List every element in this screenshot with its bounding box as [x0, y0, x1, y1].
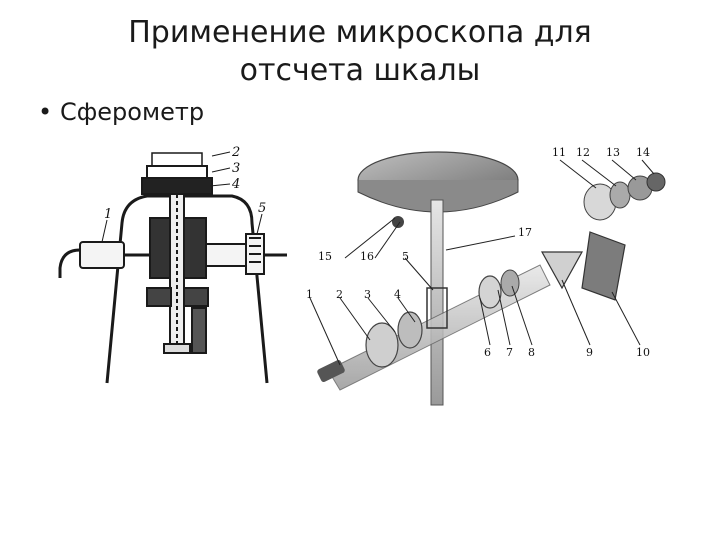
right-callout-7: 7: [506, 346, 513, 359]
left-callout-2: 2: [231, 145, 240, 160]
right-callout-15: 15: [318, 250, 332, 263]
right-callout-17: 17: [518, 226, 532, 239]
right-callout-6: 6: [484, 346, 491, 359]
right-callout-8: 8: [528, 346, 535, 359]
left-callout-1: 1: [104, 207, 112, 222]
right-callout-1: 1: [306, 288, 313, 301]
bullet-item: •Сферометр: [38, 97, 204, 127]
right-callout-12: 12: [576, 146, 590, 159]
right-callout-16: 16: [360, 250, 374, 263]
right-callout-14: 14: [636, 146, 650, 159]
left-callout-5: 5: [258, 201, 266, 216]
right-callout-4: 4: [394, 288, 401, 301]
slide-title: Применение микроскопа для отсчета шкалы: [60, 14, 660, 90]
title-line-2: отсчета шкалы: [239, 53, 481, 88]
bullet-marker: •: [38, 98, 53, 126]
right-callout-11: 11: [552, 146, 566, 159]
title-line-1: Применение микроскопа для: [128, 15, 592, 50]
right-callout-3: 3: [364, 288, 371, 301]
bullet-text: Сферометр: [60, 98, 205, 126]
right-callout-5: 5: [402, 250, 409, 263]
left-callout-4: 4: [231, 177, 240, 192]
right-callout-2: 2: [336, 288, 343, 301]
right-callout-10: 10: [636, 346, 650, 359]
right-callout-13: 13: [606, 146, 620, 159]
left-callout-3: 3: [232, 161, 240, 176]
right-callout-9: 9: [586, 346, 593, 359]
spherometer-section-figure: 2 3 4 1 5: [58, 145, 287, 384]
microscope-optics-figure: 15 16 5 17 1 2 3 4 6 7 8 9 10 11 12 13 1…: [306, 146, 666, 406]
